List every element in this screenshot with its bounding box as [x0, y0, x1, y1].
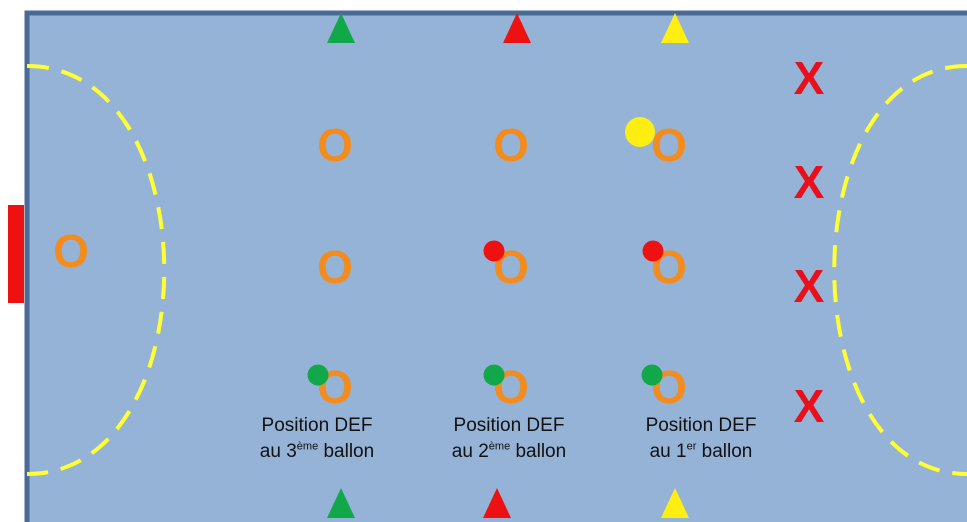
defender-marker: X [793, 52, 825, 104]
cone-red-top [503, 13, 531, 43]
defender-marker: X [793, 156, 825, 208]
green-ball [483, 364, 505, 386]
caption-line1: Position DEF [261, 415, 373, 436]
cone-yellow-bottom [661, 488, 689, 518]
caption-line2: au 1er ballon [649, 440, 753, 462]
red-ball [483, 240, 505, 262]
right-zone-line [832, 64, 967, 476]
caption-def-3rd-ball: Position DEF au 3ème ballon [260, 413, 374, 465]
caption-line2: au 3ème ballon [259, 440, 375, 462]
cone-yellow-top [661, 13, 689, 43]
cone-green-top [327, 13, 355, 43]
caption-line1: Position DEF [453, 415, 565, 436]
cone-red-bottom [483, 488, 511, 518]
left-zone-line [26, 64, 167, 476]
goalkeeper-marker: O [53, 225, 89, 277]
cone-green-bottom [327, 488, 355, 518]
caption-line2: au 2ème ballon [451, 440, 567, 462]
green-ball [641, 364, 663, 386]
caption-line1: Position DEF [645, 415, 757, 436]
caption-def-2nd-ball: Position DEF au 2ème ballon [452, 413, 566, 465]
goal [8, 205, 24, 303]
red-ball [642, 240, 664, 262]
yellow-ball [625, 117, 655, 147]
attacker-marker: O [317, 241, 353, 293]
court-floor [24, 10, 967, 522]
attacker-marker: O [651, 119, 687, 171]
defender-marker: X [793, 260, 825, 312]
attacker-marker: O [317, 119, 353, 171]
green-ball [307, 364, 329, 386]
attacker-marker: O [493, 119, 529, 171]
caption-def-1st-ball: Position DEF au 1er ballon [646, 413, 757, 465]
defender-marker: X [793, 380, 825, 432]
